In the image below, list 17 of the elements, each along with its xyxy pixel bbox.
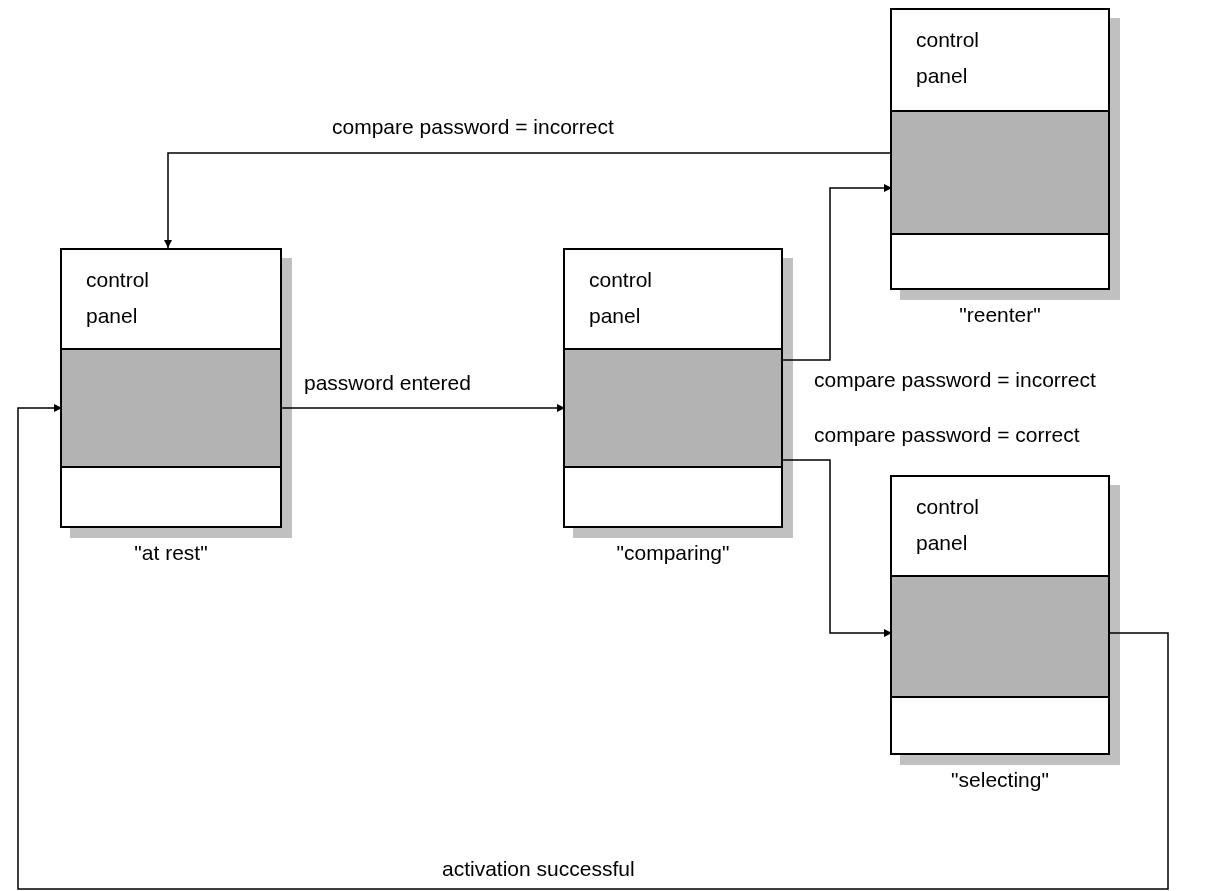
panel-label: control panel	[589, 267, 654, 329]
panel-label: control panel	[916, 494, 981, 556]
arrow	[279, 404, 566, 412]
state-caption: "comparing"	[615, 540, 731, 566]
arrow	[780, 459, 893, 637]
arrow	[780, 184, 893, 361]
screen-area	[892, 575, 1108, 698]
panel-label: control panel	[86, 267, 151, 329]
state-caption: "reenter"	[958, 302, 1042, 328]
state-caption: "selecting"	[950, 767, 1050, 793]
arrow	[17, 404, 1169, 890]
screen-area	[565, 348, 781, 468]
panel-label: control panel	[916, 27, 981, 89]
state-caption: "at rest"	[133, 540, 209, 566]
screen-area	[62, 348, 280, 468]
arrow	[164, 152, 893, 249]
screen-area	[892, 110, 1108, 235]
